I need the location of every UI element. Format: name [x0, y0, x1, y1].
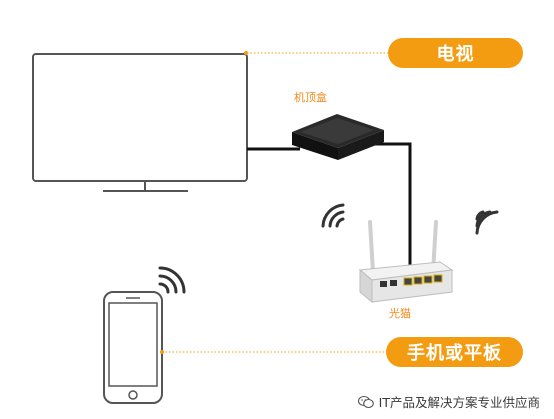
tv-label-text: 电视: [436, 44, 475, 65]
tv-label: 电视: [388, 38, 523, 68]
cable-stb-modem: [362, 142, 412, 276]
phone-label-text: 手机或平板: [407, 343, 502, 364]
phone-icon: [103, 291, 163, 404]
watermark-text: IT产品及解决方案专业供应商: [378, 395, 540, 410]
watermark: IT产品及解决方案专业供应商: [357, 392, 540, 411]
modem-wifi-right-icon: [475, 210, 499, 235]
tv-icon: [32, 53, 248, 192]
phone-label: 手机或平板: [386, 337, 523, 367]
wechat-icon: [357, 395, 374, 408]
tv-connector-dot: [244, 51, 248, 55]
stb-label: 机顶盒: [294, 91, 327, 104]
phone-connector-dot: [160, 350, 164, 354]
set-top-box-icon: [292, 114, 384, 160]
modem-wifi-left-icon: [321, 203, 345, 228]
optical-modem-icon: [358, 220, 454, 304]
phone-wifi-icon: [158, 266, 186, 294]
modem-label: 光猫: [389, 307, 411, 320]
